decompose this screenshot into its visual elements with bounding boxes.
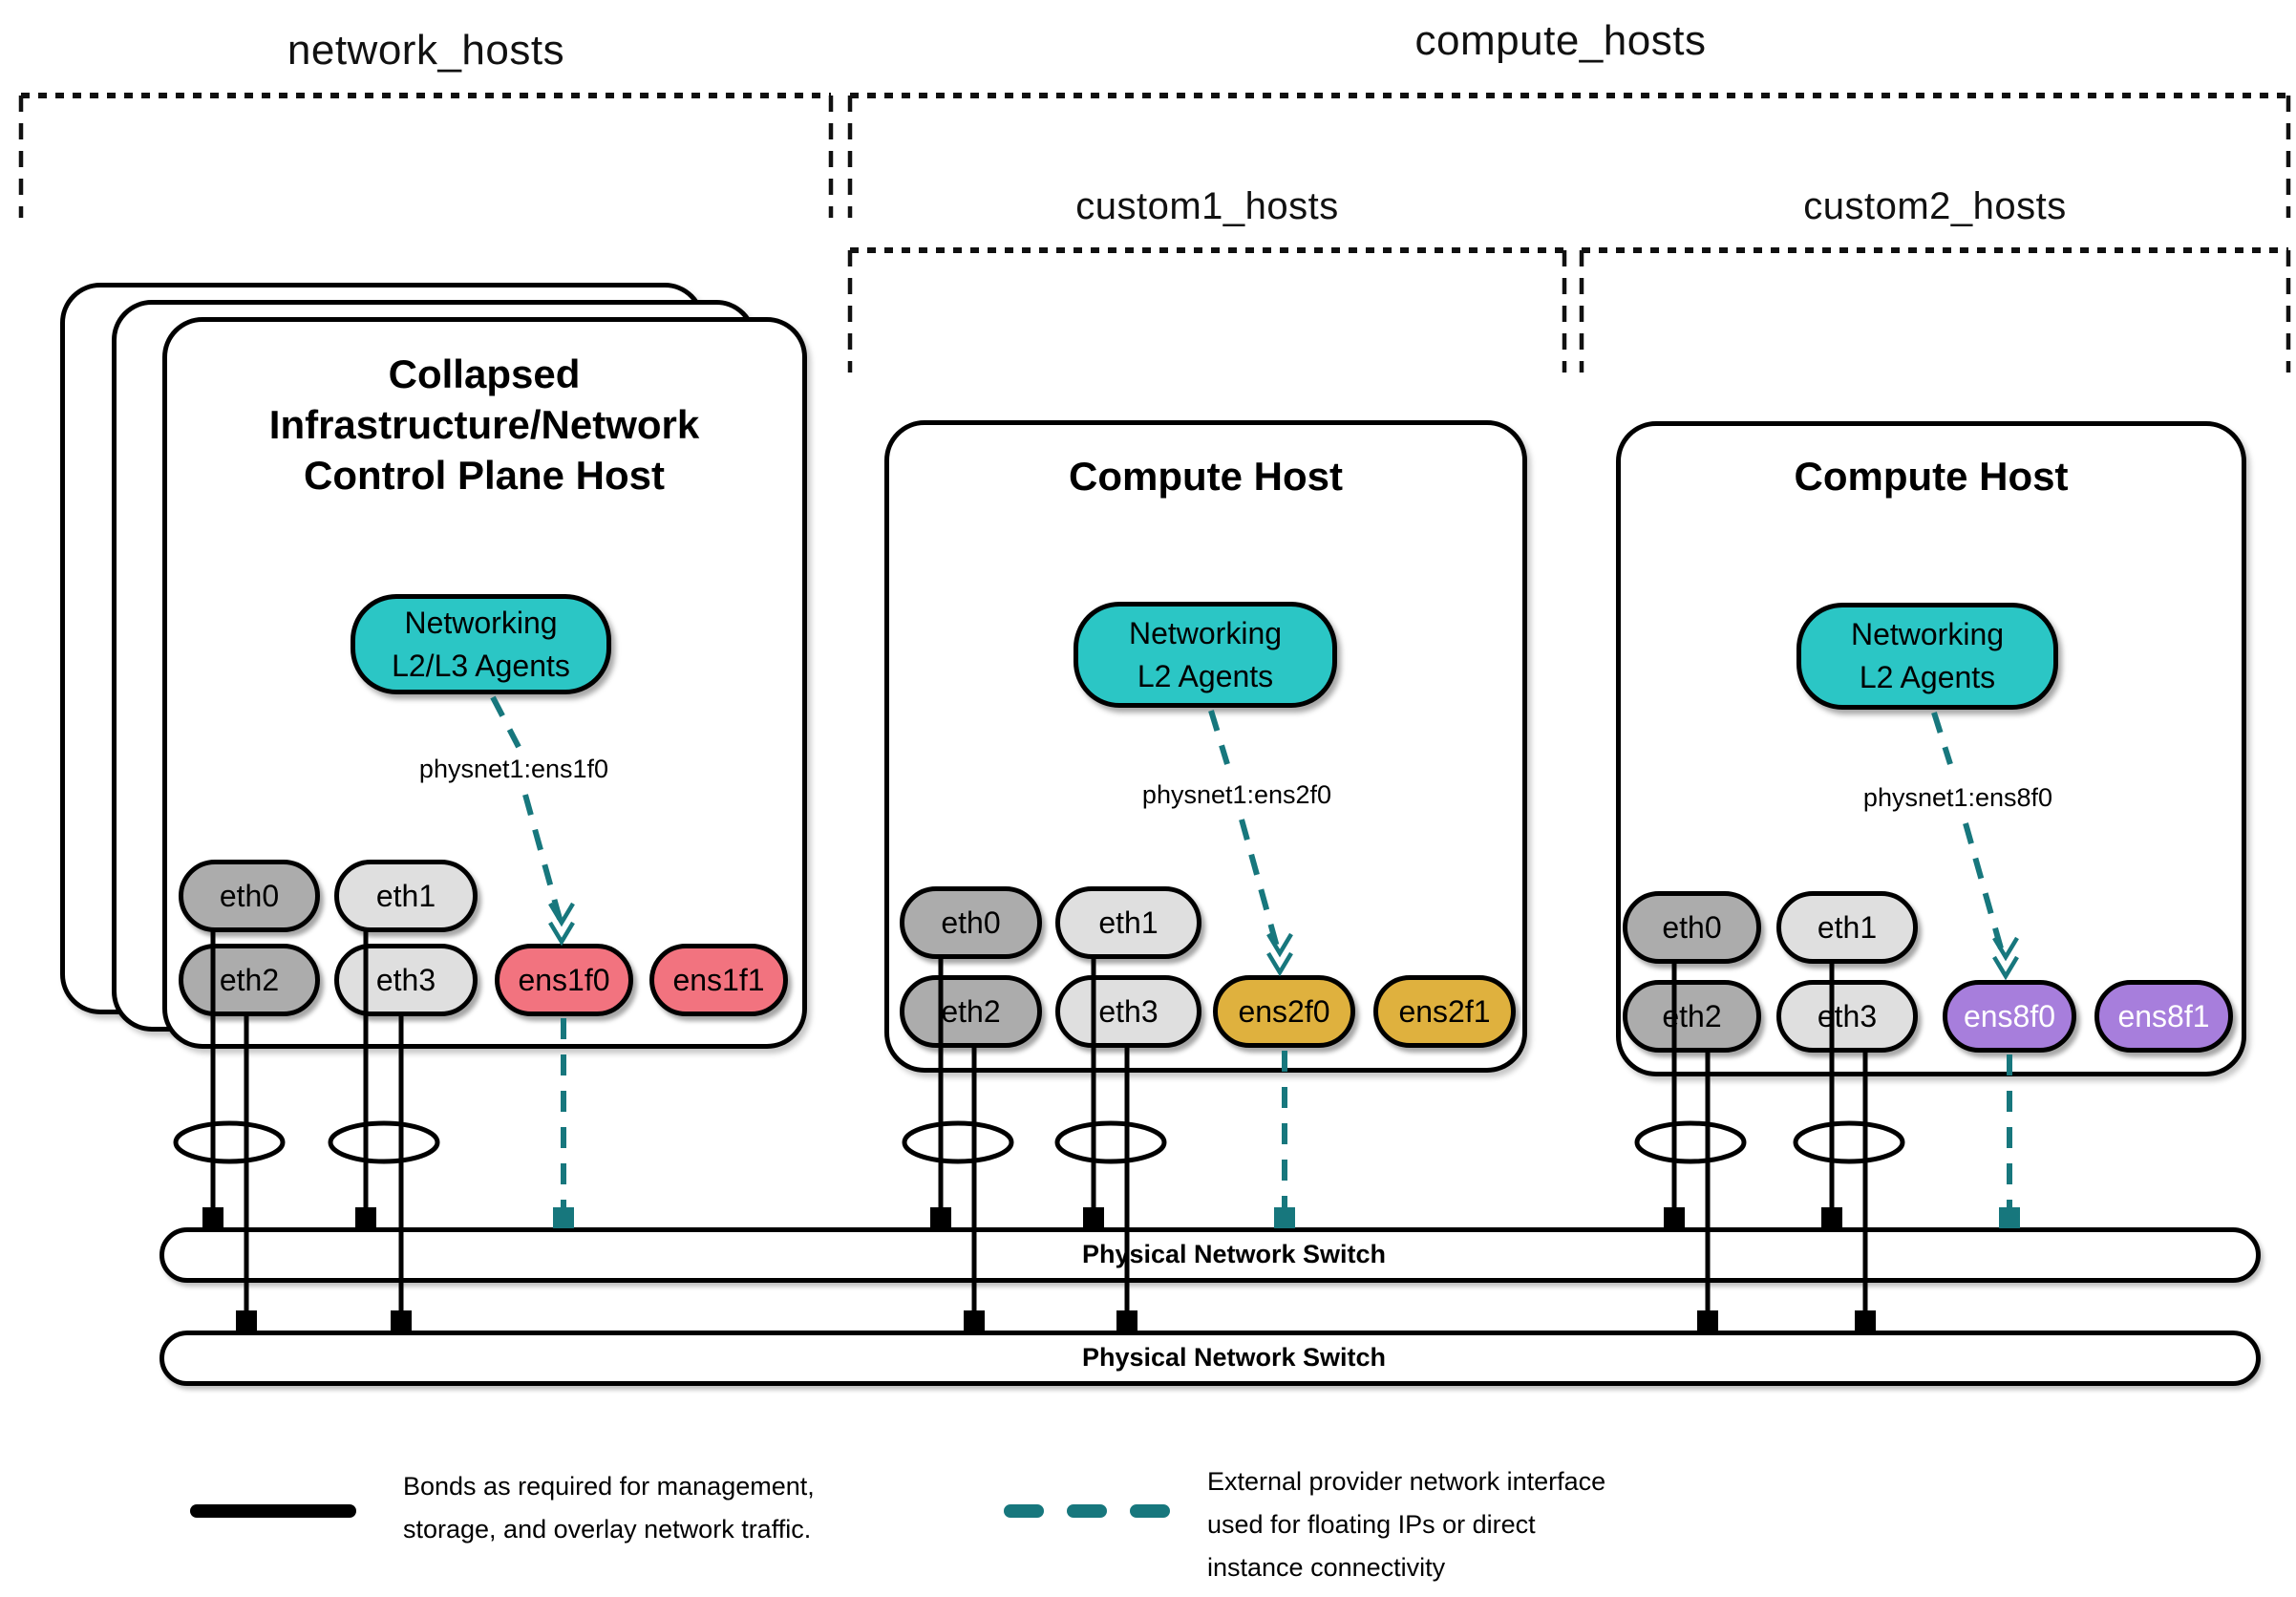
group-label-compute-hosts: compute_hosts: [1414, 17, 1707, 64]
nic-eth0: eth0: [900, 886, 1042, 959]
nic-ens1f0: ens1f0: [495, 944, 633, 1016]
agent-label-line1: Networking: [1128, 615, 1283, 650]
bracket-custom2-hosts: [1579, 247, 2291, 373]
compute-host-2-physnet-label: physnet1:ens8f0: [1862, 783, 2053, 812]
physical-switch-1-label: Physical Network Switch: [1081, 1240, 1387, 1268]
bond-ring: [328, 1120, 440, 1164]
nic-ens2f0: ens2f0: [1213, 975, 1355, 1048]
nic-eth3: eth3: [1776, 980, 1918, 1053]
physical-switch-2: [159, 1331, 2261, 1386]
switch-connector: [1821, 1207, 1842, 1228]
agent-label-line1: Networking: [404, 605, 558, 640]
network-host-title: Collapsed Infrastructure/Network Control…: [268, 351, 700, 498]
nic-eth1: eth1: [1776, 891, 1918, 964]
legend-bond-line2: storage, and overlay network traffic.: [403, 1515, 812, 1544]
switch-connector: [391, 1310, 412, 1331]
switch-connector: [1697, 1310, 1718, 1331]
legend-external-text: External provider network interface used…: [1207, 1460, 1605, 1589]
nic-eth3: eth3: [1055, 975, 1201, 1048]
external-switch-connector: [553, 1207, 574, 1228]
bracket-network-hosts: [18, 93, 834, 218]
group-label-custom2-hosts: custom2_hosts: [1803, 185, 2067, 227]
switch-connector: [355, 1207, 376, 1228]
switch-connector: [236, 1310, 257, 1331]
legend-bond-text: Bonds as required for management, storag…: [403, 1465, 815, 1551]
bracket-custom1-hosts: [847, 247, 1567, 373]
network-host-physnet-label: physnet1:ens1f0: [418, 755, 609, 783]
nic-eth3: eth3: [334, 944, 478, 1016]
nic-eth2: eth2: [1623, 980, 1761, 1053]
compute-host-2-box: [1616, 421, 2246, 1076]
external-switch-connector: [1999, 1207, 2020, 1228]
switch-connector: [1116, 1310, 1137, 1331]
switch-connector: [1855, 1310, 1876, 1331]
nic-ens8f0: ens8f0: [1943, 980, 2076, 1053]
compute-host-1-agent-pill: Networking L2 Agents: [1074, 602, 1337, 708]
switch-connector: [1664, 1207, 1685, 1228]
nic-eth1: eth1: [334, 860, 478, 932]
group-label-custom1-hosts: custom1_hosts: [1075, 185, 1339, 227]
nic-eth0: eth0: [179, 860, 320, 932]
legend-external-line2: used for floating IPs or direct: [1207, 1510, 1536, 1539]
external-switch-connector: [1274, 1207, 1295, 1228]
bond-ring: [1054, 1120, 1167, 1164]
nic-eth1: eth1: [1055, 886, 1201, 959]
network-host-agent-pill: Networking L2/L3 Agents: [351, 594, 611, 694]
switch-connector: [964, 1310, 985, 1331]
physical-switch-1: [159, 1227, 2261, 1283]
compute-host-2-agent-pill: Networking L2 Agents: [1796, 603, 2058, 710]
legend-external-line3: instance connectivity: [1207, 1553, 1446, 1582]
nic-eth2: eth2: [179, 944, 320, 1016]
compute-host-1-box: [884, 420, 1527, 1073]
agent-label-line2: L2 Agents: [1859, 660, 1996, 694]
physical-switch-2-label: Physical Network Switch: [1081, 1343, 1387, 1372]
bond-ring: [1793, 1120, 1905, 1164]
compute-host-1-physnet-label: physnet1:ens2f0: [1141, 780, 1332, 809]
agent-label-line1: Networking: [1850, 617, 2005, 651]
compute-host-1-title: Compute Host: [1069, 454, 1343, 499]
nic-eth2: eth2: [900, 975, 1042, 1048]
switch-connector: [202, 1207, 223, 1228]
agent-label-line2: L2/L3 Agents: [392, 648, 570, 683]
switch-connector: [1083, 1207, 1104, 1228]
bond-ring: [173, 1120, 286, 1164]
legend-bond-line1: Bonds as required for management,: [403, 1472, 815, 1501]
bond-ring: [902, 1120, 1014, 1164]
nic-ens1f1: ens1f1: [649, 944, 788, 1016]
bond-ring: [1634, 1120, 1747, 1164]
nic-eth0: eth0: [1623, 891, 1761, 964]
agent-label-line2: L2 Agents: [1137, 658, 1274, 693]
nic-ens2f1: ens2f1: [1373, 975, 1516, 1048]
group-label-network-hosts: network_hosts: [287, 27, 565, 74]
nic-ens8f1: ens8f1: [2094, 980, 2233, 1053]
switch-connector: [930, 1207, 951, 1228]
compute-host-2-title: Compute Host: [1794, 454, 2069, 499]
legend-external-line1: External provider network interface: [1207, 1467, 1606, 1496]
